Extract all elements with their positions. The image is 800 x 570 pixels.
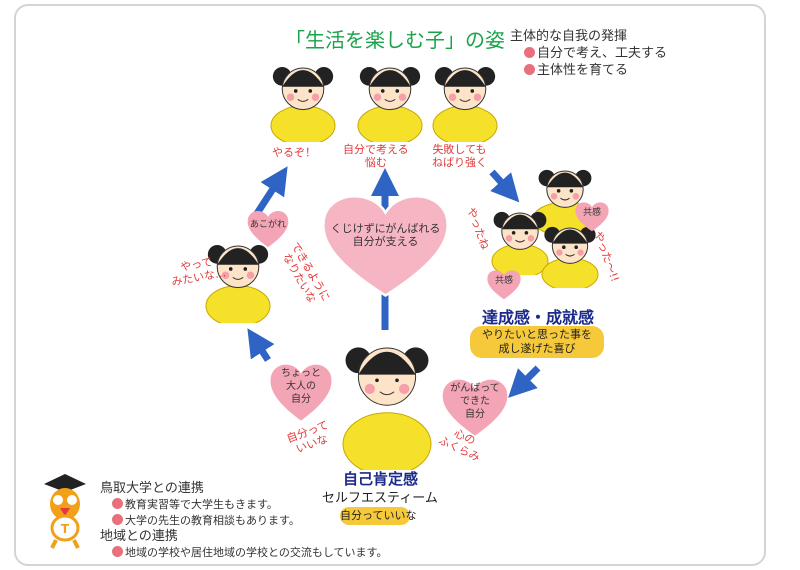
child-figure [491, 211, 549, 275]
mascot-bird-graduate-illustration: T [44, 474, 86, 549]
child-figure [205, 245, 271, 323]
self-expression-item: 主体性を育てる [510, 62, 667, 79]
svg-text:T: T [61, 522, 70, 536]
univ-item: 教育実習等で大学生もきます。 [125, 498, 278, 511]
label-yaruzo: やるぞ！ [272, 146, 316, 159]
heart-admire: あこがれ [246, 208, 290, 248]
achievement-title: 達成感・成就感 [482, 308, 595, 327]
arrow-left-up [253, 166, 288, 217]
label-persist: 失敗しても ねばり強く [432, 143, 487, 169]
heart-grownup: ちょっと 大人の 自分 [268, 360, 334, 422]
local-heading: 地域との連携 [100, 529, 178, 544]
heart-text: ちょっと 大人の 自分 [281, 367, 321, 405]
univ-heading: 鳥取大学との連携 [100, 481, 204, 496]
child-figure [357, 67, 423, 142]
arrow-bottom-right [508, 365, 541, 398]
heart-empathy: 共感 [486, 268, 522, 300]
bullet-icon [112, 498, 123, 509]
heart-text: がんばって できた 自分 [450, 382, 500, 420]
child-figure [541, 226, 599, 288]
child-figure [270, 67, 336, 142]
self-expression-item: 自分で考え、工夫する [510, 45, 667, 62]
item-text: 自分で考え、工夫する [537, 46, 668, 61]
child-worried-illustration [432, 67, 498, 142]
partnership-info: 鳥取大学との連携 教育実習等で大学生もきます。 大学の先生の教育相談もあります。… [100, 481, 387, 561]
child-self-esteem-illustration [342, 347, 432, 470]
bullet-icon [524, 64, 535, 75]
child-thinking-illustration [357, 67, 423, 142]
center-heart-text: くじけずにがんばれる 自分が支える [330, 221, 441, 248]
child-figure [342, 347, 432, 470]
bullet-icon [112, 514, 123, 525]
univ-item: 大学の先生の教育相談もあります。 [125, 514, 300, 527]
center-heart: くじけずにがんばれる 自分が支える [318, 188, 453, 298]
self-esteem-subtitle: セルフエスティーム [322, 491, 438, 506]
frame [14, 4, 766, 566]
heart-did-it: がんばって できた 自分 [440, 375, 510, 437]
arrow-right-down [489, 169, 520, 203]
arrow-bottom-left [247, 328, 275, 362]
heart-text: あこがれ [249, 219, 286, 230]
item-text: 主体性を育てる [537, 63, 629, 78]
heart-text: 共感 [582, 208, 601, 219]
boy-illustration [491, 211, 549, 275]
self-esteem-title: 自己肯定感 [343, 470, 419, 488]
heart-text: 共感 [494, 276, 513, 287]
child-hoping-illustration [205, 245, 271, 323]
girl-illustration [541, 226, 599, 288]
self-expression: 主体的な自我の発揮 自分で考え、工夫する 主体性を育てる [510, 28, 667, 79]
bullet-icon [524, 47, 535, 58]
local-item: 地域の学校や居住地域の学校との交流もしています。 [125, 546, 388, 559]
bullet-icon [112, 546, 123, 557]
child-figure [432, 67, 498, 142]
child-cheer-illustration [270, 67, 336, 142]
achievement-pill: やりたいと思った事を 成し遂げた喜び [470, 326, 604, 358]
heart-empathy: 共感 [574, 200, 610, 232]
page-title: 「生活を楽しむ子」の姿 [285, 28, 505, 52]
label-think: 自分で考える 悩む [343, 143, 409, 169]
self-expression-heading: 主体的な自我の発揮 [510, 29, 628, 44]
self-esteem-pill: 自分っていいな [340, 507, 416, 525]
